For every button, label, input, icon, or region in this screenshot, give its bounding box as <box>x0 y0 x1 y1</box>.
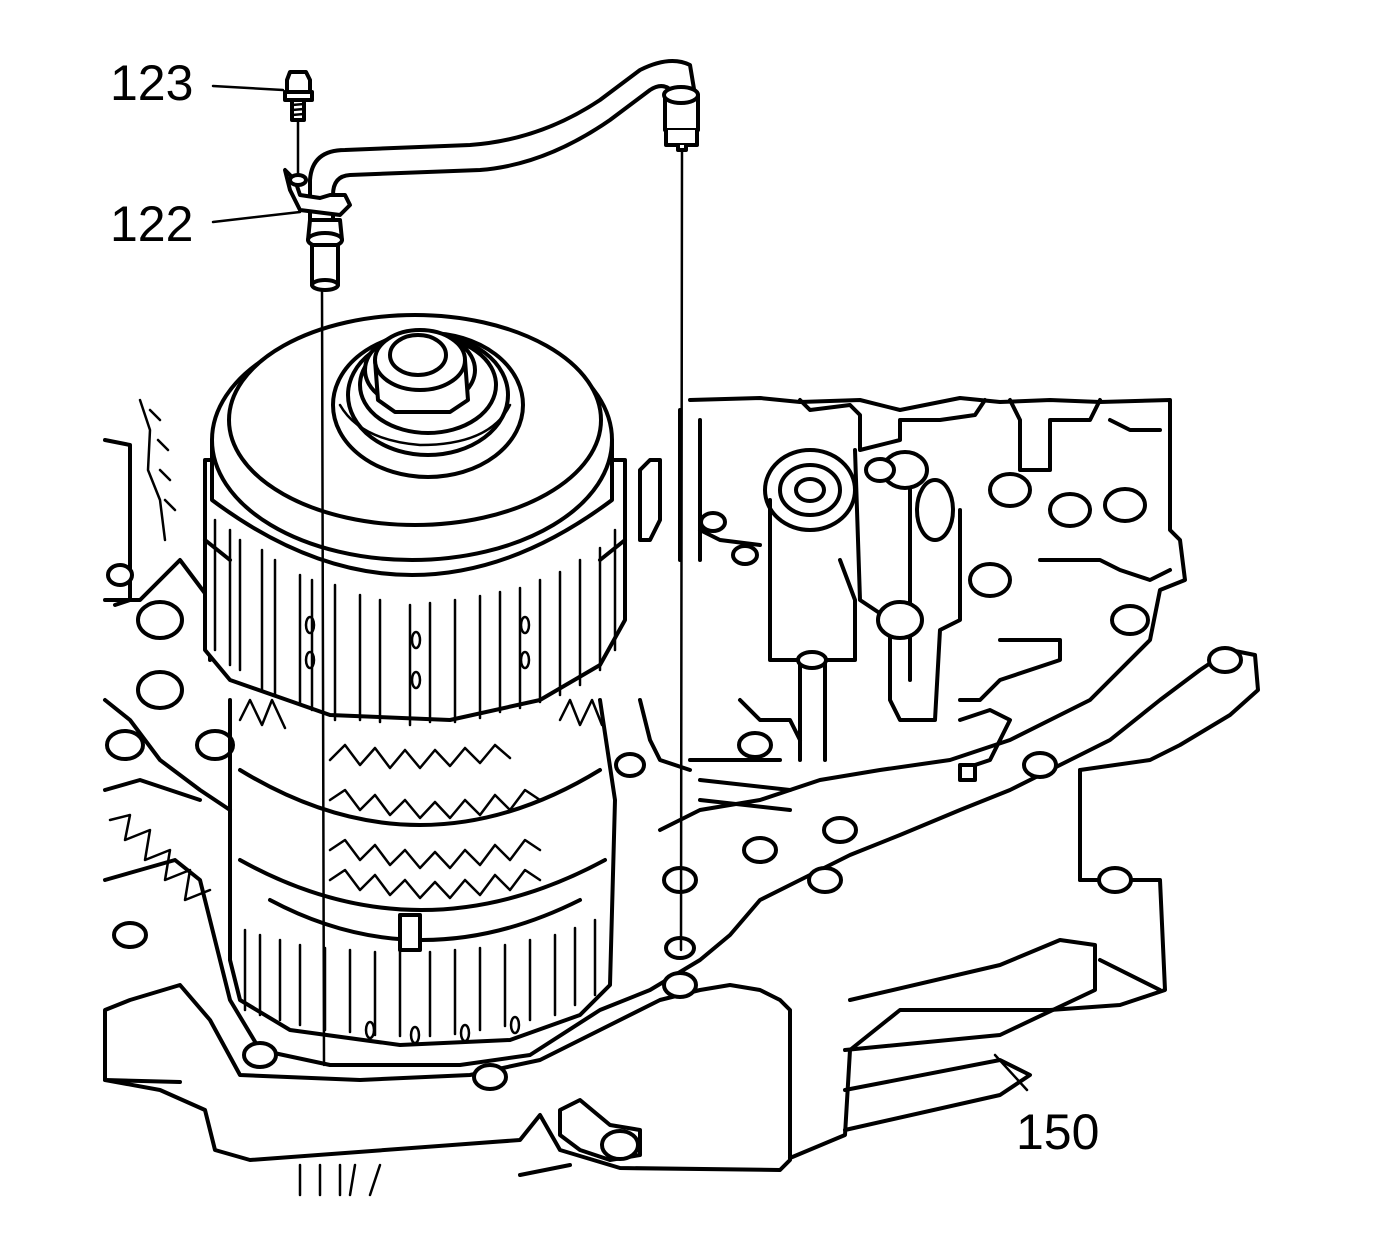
drain-plug <box>518 1098 642 1177</box>
case-housing <box>103 648 1260 1197</box>
clutch-housing <box>203 313 627 727</box>
oil-pipe <box>283 59 700 292</box>
callout-123: 123 <box>110 55 194 111</box>
gear-stack <box>228 698 617 1047</box>
retaining-bolt <box>283 70 314 177</box>
alignment-lines <box>320 148 684 1067</box>
leader-lines <box>211 84 1029 1092</box>
flange-bolt-holes <box>112 646 1243 1091</box>
callout-150: 150 <box>1016 1104 1100 1160</box>
valve-body <box>638 396 1187 832</box>
callout-122: 122 <box>110 196 194 252</box>
